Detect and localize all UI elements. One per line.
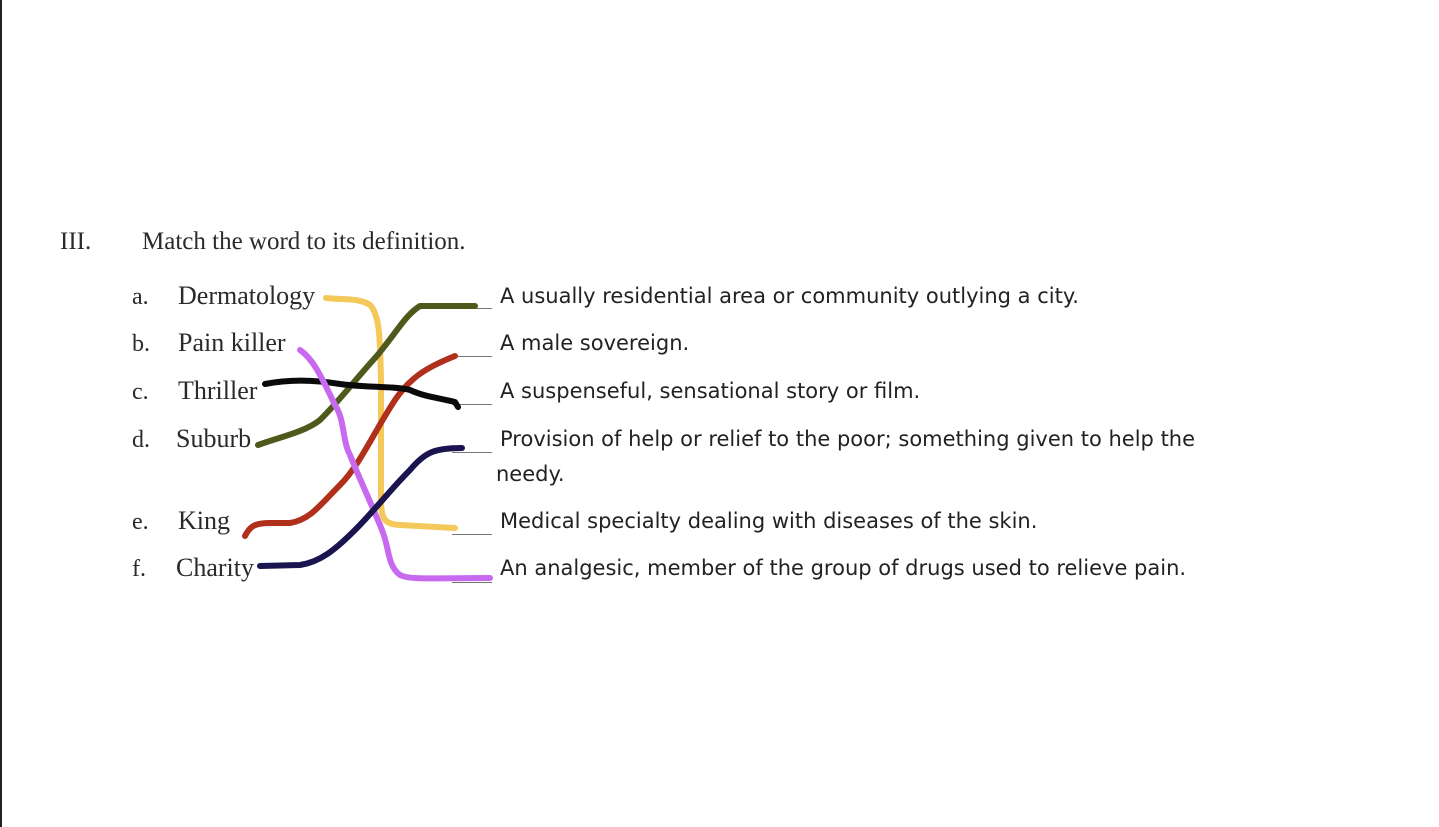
answer-blank (452, 582, 492, 583)
word-letter: d. (132, 427, 150, 453)
definition-item: A male sovereign. (500, 331, 690, 355)
definition-item: An analgesic, member of the group of dru… (500, 556, 1187, 580)
word-item: Suburb (176, 424, 252, 453)
word-item: Thriller (178, 376, 258, 405)
answer-blank (452, 356, 492, 357)
section-instruction: Match the word to its definition. (142, 228, 466, 255)
definition-item: Medical specialty dealing with diseases … (500, 509, 1038, 533)
word-letter: a. (132, 284, 149, 310)
match-line-suburb (255, 303, 478, 448)
definition-item-continued: needy. (496, 462, 565, 486)
word-item: Charity (176, 553, 254, 582)
match-line-thriller (262, 377, 461, 410)
definition-item: Provision of help or relief to the poor;… (500, 427, 1196, 451)
answer-blank (452, 452, 492, 453)
word-letter: f. (132, 556, 146, 582)
answer-blank (452, 534, 492, 535)
section-number: III. (60, 228, 92, 255)
word-item: Pain killer (178, 328, 286, 357)
definition-item: A usually residential area or community … (500, 284, 1079, 308)
match-line-king (242, 353, 458, 539)
match-line-pain-killer (297, 347, 493, 582)
match-line-dermatology (323, 295, 458, 531)
word-item: King (178, 506, 230, 535)
word-letter: c. (132, 379, 149, 405)
answer-blank (452, 404, 492, 405)
match-line-charity (257, 445, 465, 569)
definition-item: A suspenseful, sensational story or film… (500, 379, 921, 403)
word-item: Dermatology (178, 281, 316, 310)
word-letter: e. (132, 509, 149, 535)
word-letter: b. (132, 331, 150, 357)
left-border (0, 0, 2, 827)
